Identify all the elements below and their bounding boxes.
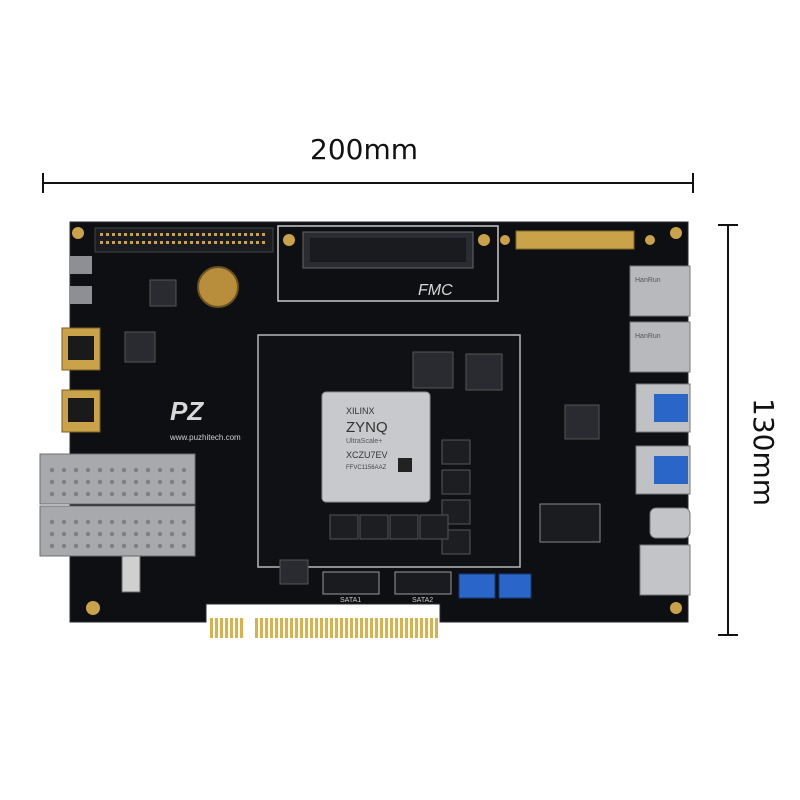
website-text: www.puzhitech.com: [169, 433, 241, 442]
pin-header: [94, 227, 274, 253]
width-dimension-label: 200mm: [310, 133, 418, 166]
eth-jack-label-1: HanRun: [635, 277, 661, 284]
ddr-memory-chips: [329, 439, 471, 555]
fmc-connector: FMC: [277, 225, 499, 302]
pin-header-pins: [100, 233, 265, 244]
sata-connectors: SATA1 SATA2: [322, 571, 452, 604]
fmc-label: FMC: [418, 282, 453, 299]
sfp-cages: [39, 453, 196, 557]
eth-jack-label-2: HanRun: [635, 333, 661, 340]
misc-chips: [124, 279, 600, 585]
sata2-label: SATA2: [412, 597, 433, 604]
left-io-connectors: [61, 256, 101, 433]
power-switch: [121, 555, 141, 593]
fpga-chip: XILINX ZYNQ UltraScale+ XCZU7EV FFVC1156…: [321, 391, 431, 503]
fpga-text-xilinx: XILINX: [346, 406, 375, 416]
fpga-text-ultrascale: UltraScale+: [346, 438, 382, 445]
ethernet-jacks: HanRun HanRun: [629, 265, 691, 373]
right-small-ports: [639, 507, 691, 596]
sata1-label: SATA1: [340, 597, 361, 604]
pz-logo: PZ: [170, 396, 204, 426]
fpga-text-zynq: ZYNQ: [346, 419, 388, 436]
terminal-blocks: [458, 573, 532, 599]
width-dimension-line: [42, 173, 694, 193]
fine-pitch-connector: [515, 230, 635, 250]
usb3-ports: [635, 383, 691, 495]
coin-battery: [197, 266, 239, 308]
pcie-gold-fingers: [210, 618, 438, 638]
fpga-text-package: FFVC1156AAZ: [346, 465, 387, 471]
fpga-text-part: XCZU7EV: [346, 450, 388, 460]
m2-slot: [539, 503, 601, 543]
height-dimension-line: [718, 224, 738, 636]
